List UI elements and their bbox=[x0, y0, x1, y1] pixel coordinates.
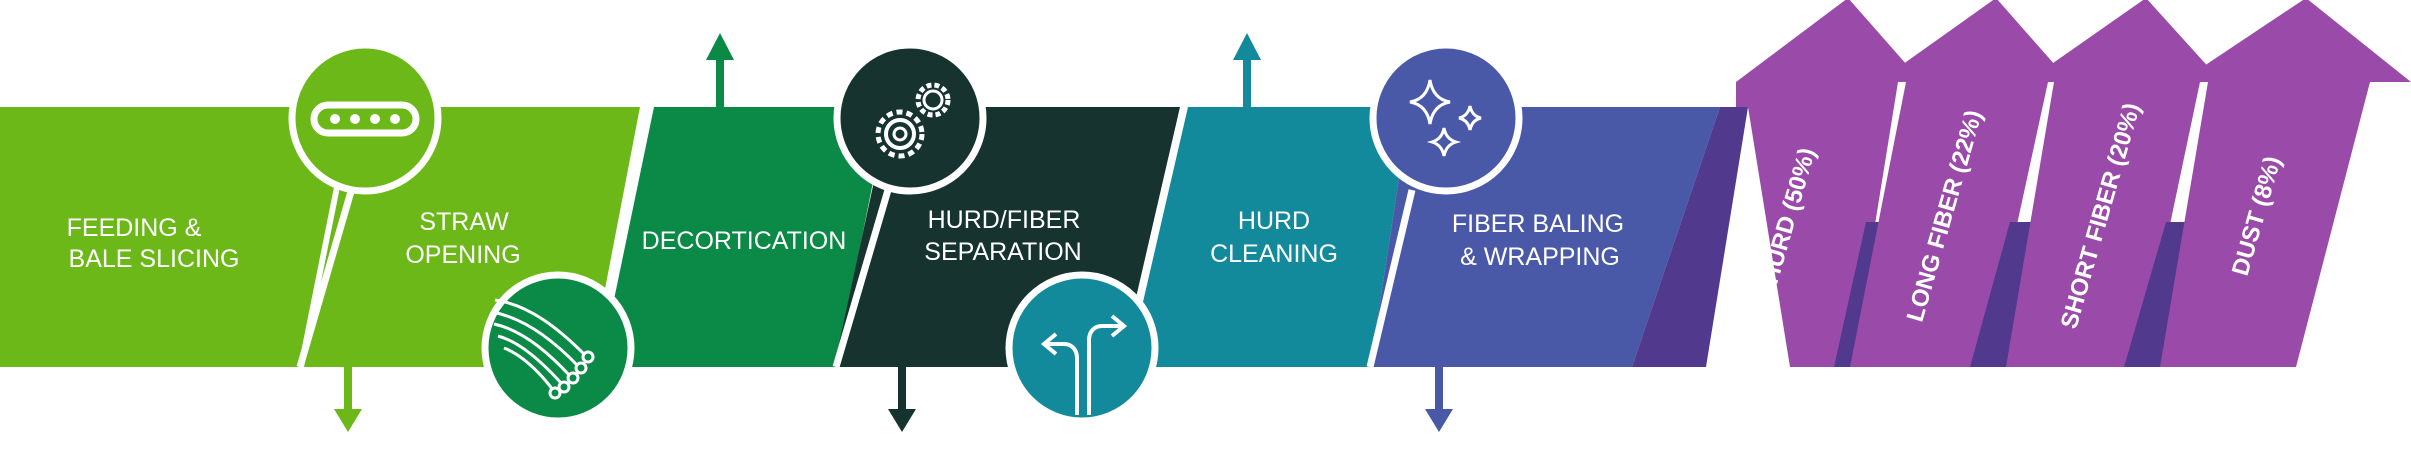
stage-hurd-cleaning-label-1: HURD bbox=[1238, 207, 1310, 235]
down-arrow-feeding bbox=[334, 367, 362, 432]
down-arrow-baling bbox=[1425, 367, 1453, 432]
output-transition-wedge bbox=[1632, 107, 1748, 367]
stage-straw-label-1: STRAW bbox=[419, 208, 509, 236]
connector-sparkles bbox=[1366, 189, 1416, 368]
stage-decortication-band bbox=[600, 107, 888, 367]
stage-feeding-label-2: BALE SLICING bbox=[69, 245, 240, 273]
stage-hurd-fiber-label-1: HURD/FIBER bbox=[928, 206, 1081, 234]
output-arrow-hurd bbox=[1736, 0, 1922, 367]
stage-hurd-cleaning-band bbox=[1128, 107, 1410, 367]
stage-baling-label-2: & WRAPPING bbox=[1460, 243, 1620, 271]
gears-icon bbox=[833, 41, 987, 195]
output-arrow-dust bbox=[2124, 0, 2411, 367]
sparkles-icon bbox=[1369, 41, 1523, 195]
conveyor-icon bbox=[288, 41, 442, 195]
fiber-bundle-icon bbox=[481, 271, 635, 425]
connector-gears bbox=[832, 189, 892, 368]
stage-straw-label-2: OPENING bbox=[405, 241, 520, 269]
stage-feeding-label-1: FEEDING & bbox=[67, 214, 202, 242]
stage-baling-label-1: FIBER BALING bbox=[1452, 210, 1624, 238]
up-arrow-decortication bbox=[706, 33, 734, 107]
output-arrow-short-fiber bbox=[1970, 0, 2222, 367]
up-arrow-hurd-cleaning bbox=[1233, 33, 1261, 107]
connector-conveyor bbox=[296, 187, 356, 368]
output-arrow-long-fiber bbox=[1834, 0, 2070, 367]
stage-feeding-band bbox=[0, 107, 350, 367]
split-arrows-icon bbox=[1005, 271, 1159, 425]
stage-decortication-label: DECORTICATION bbox=[642, 227, 847, 255]
stage-hurd-cleaning-label-2: CLEANING bbox=[1210, 240, 1338, 268]
down-arrow-hurd-fiber bbox=[888, 367, 916, 432]
stage-hurd-fiber-label-2: SEPARATION bbox=[924, 238, 1081, 266]
